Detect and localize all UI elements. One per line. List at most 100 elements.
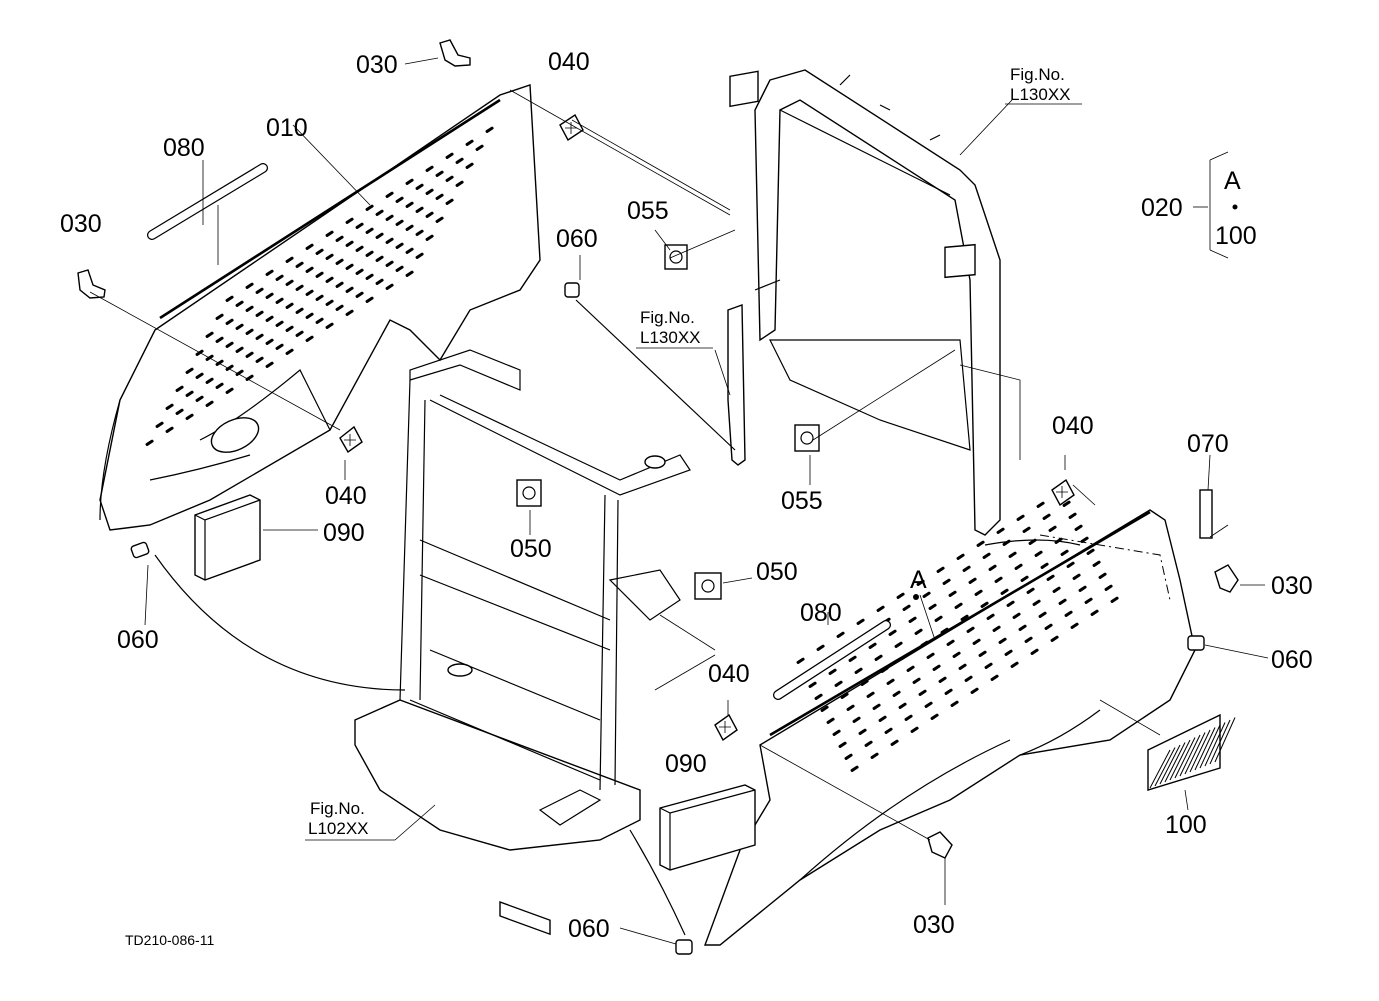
perforation-slot bbox=[395, 242, 404, 249]
clip-040-left bbox=[339, 425, 363, 454]
collar-060-b bbox=[130, 541, 150, 559]
perforation-slot bbox=[205, 377, 214, 384]
perforation-slot bbox=[215, 359, 224, 366]
perforation-slot bbox=[345, 240, 354, 247]
hatch-line bbox=[1154, 747, 1176, 787]
perforation-slot bbox=[856, 618, 865, 625]
perforation-slot bbox=[888, 629, 897, 636]
perforation-slot bbox=[335, 281, 344, 288]
perforation-slot bbox=[1042, 513, 1051, 520]
perforation-slot bbox=[860, 679, 869, 686]
perforation-slot bbox=[225, 364, 234, 371]
fastener-030-top bbox=[439, 39, 471, 67]
fig-ref-middle-line1: Fig.No. bbox=[640, 308, 695, 327]
perforation-slot bbox=[1008, 551, 1017, 558]
perforation-slot bbox=[315, 248, 324, 255]
perforation-slot bbox=[335, 258, 344, 265]
perforation-slot bbox=[375, 209, 384, 216]
perforation-slot bbox=[395, 196, 404, 203]
perforation-slot bbox=[215, 382, 224, 389]
perforation-slot bbox=[930, 713, 939, 720]
perforation-slot bbox=[1066, 561, 1075, 568]
perforation-slot bbox=[966, 626, 975, 633]
perforation-slot bbox=[365, 250, 374, 257]
foam-pad-090-left bbox=[194, 494, 261, 581]
perforation-slot bbox=[1046, 574, 1055, 581]
perforation-slot bbox=[816, 644, 825, 651]
perforation-slot bbox=[345, 263, 354, 270]
perforation-slot bbox=[355, 268, 364, 275]
perforation-slot bbox=[932, 664, 941, 671]
perforation-slot bbox=[1016, 514, 1025, 521]
perforation-slot bbox=[846, 704, 855, 711]
perforation-slot bbox=[1050, 635, 1059, 642]
perforation-slot bbox=[345, 309, 354, 316]
perforation-slot bbox=[872, 703, 881, 710]
perforation-slot bbox=[385, 191, 394, 198]
nut-050-center bbox=[516, 479, 542, 507]
perforation-slot bbox=[225, 341, 234, 348]
nut-055-center bbox=[794, 424, 820, 452]
perforation-slot bbox=[840, 692, 849, 699]
perforation-slot bbox=[245, 305, 254, 312]
perforation-slot bbox=[904, 714, 913, 721]
perforation-slot bbox=[455, 180, 464, 187]
perforation-slot bbox=[1020, 575, 1029, 582]
callout-040-left: 040 bbox=[325, 482, 367, 510]
fig-ref-bottom-line2: L102XX bbox=[308, 819, 369, 838]
clip-040-bottom bbox=[714, 713, 738, 742]
perforation-slot bbox=[974, 589, 983, 596]
perforation-slot bbox=[978, 650, 987, 657]
perforation-slot bbox=[864, 740, 873, 747]
perforation-slot bbox=[255, 333, 264, 340]
perforation-slot bbox=[295, 284, 304, 291]
hatch-line bbox=[1159, 744, 1181, 785]
perforation-slot bbox=[325, 253, 334, 260]
perforation-slot bbox=[858, 728, 867, 735]
perforation-slot bbox=[876, 605, 885, 612]
perforation-slot bbox=[996, 527, 1005, 534]
perforation-slot bbox=[854, 667, 863, 674]
perforation-slot bbox=[325, 299, 334, 306]
rod-080-left bbox=[147, 163, 268, 240]
perforation-slot bbox=[814, 693, 823, 700]
hatch-line bbox=[1164, 742, 1186, 783]
perforation-slot bbox=[225, 318, 234, 325]
leader-lines bbox=[89, 57, 1269, 945]
perforation-slot bbox=[866, 691, 875, 698]
fig-ref-top-line1: Fig.No. bbox=[1010, 65, 1065, 84]
perforation-slot bbox=[900, 653, 909, 660]
perforation-slot bbox=[285, 302, 294, 309]
perforation-slot bbox=[165, 426, 174, 433]
perforation-slot bbox=[1110, 596, 1119, 603]
perforation-slot bbox=[1072, 573, 1081, 580]
perforation-slot bbox=[1060, 549, 1069, 556]
perforation-slot bbox=[1036, 501, 1045, 508]
perforation-slot bbox=[155, 421, 164, 428]
perforation-slot bbox=[405, 178, 414, 185]
perforation-slot bbox=[838, 741, 847, 748]
perforation-slot bbox=[465, 162, 474, 169]
perforation-slot bbox=[315, 294, 324, 301]
perforation-slot bbox=[395, 265, 404, 272]
perforation-slot bbox=[185, 413, 194, 420]
perforation-slot bbox=[1038, 611, 1047, 618]
perforation-slot bbox=[245, 282, 254, 289]
perforation-slot bbox=[912, 677, 921, 684]
perforation-slot bbox=[445, 198, 454, 205]
perforation-slot bbox=[844, 753, 853, 760]
perforation-slot bbox=[415, 252, 424, 259]
perforation-slot bbox=[1086, 548, 1095, 555]
perforation-slot bbox=[962, 565, 971, 572]
perforation-slot bbox=[1032, 599, 1041, 606]
perforation-slot bbox=[1000, 588, 1009, 595]
hatch-line bbox=[1184, 732, 1206, 775]
perforation-slot bbox=[820, 705, 829, 712]
perforation-slot bbox=[255, 310, 264, 317]
callout-100: 100 bbox=[1165, 811, 1207, 839]
perforation-slot bbox=[958, 663, 967, 670]
hatch-line bbox=[1179, 734, 1201, 777]
perforation-slot bbox=[970, 687, 979, 694]
perforation-slot bbox=[936, 566, 945, 573]
